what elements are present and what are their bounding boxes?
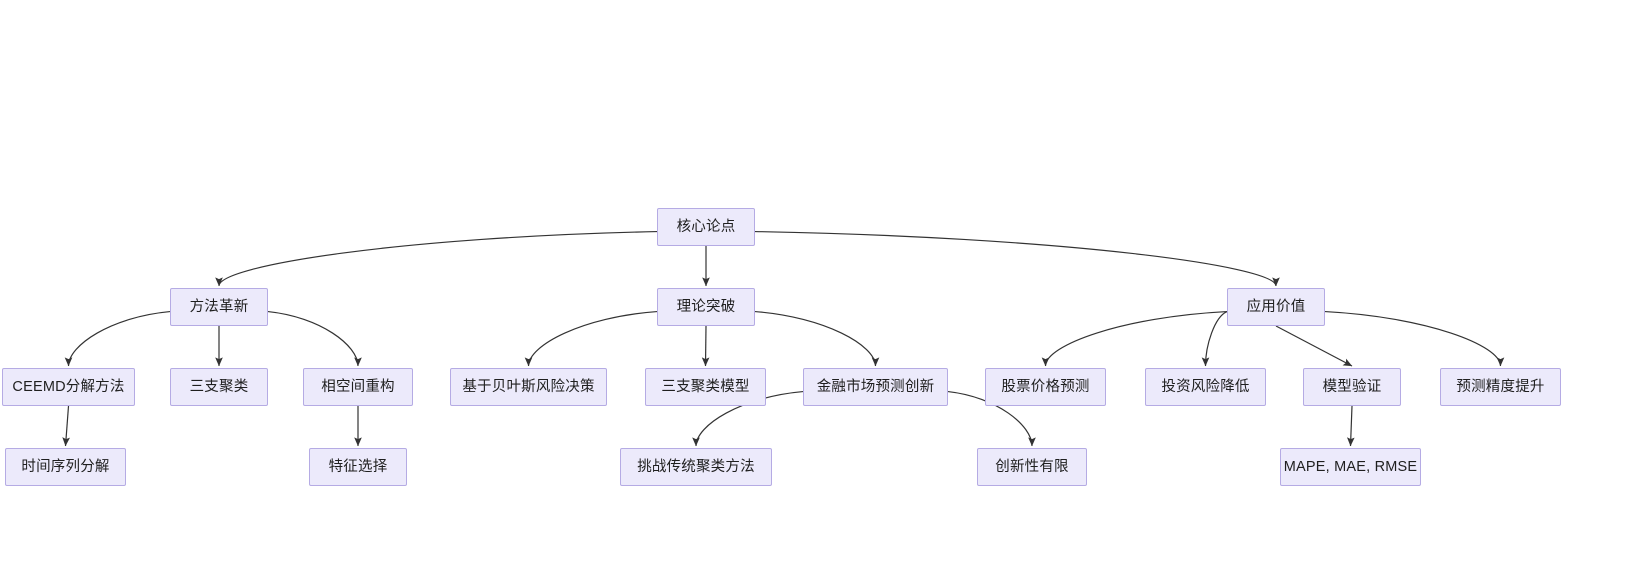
node-apply[interactable]: 应用价值 (1227, 288, 1325, 326)
node-stock[interactable]: 股票价格预测 (985, 368, 1106, 406)
node-label: 金融市场预测创新 (816, 378, 935, 395)
node-label: 理论突破 (676, 298, 736, 315)
node-label: 核心论点 (676, 218, 736, 235)
node-label: 创新性有限 (995, 458, 1069, 475)
node-trimodel[interactable]: 三支聚类模型 (645, 368, 766, 406)
node-theory[interactable]: 理论突破 (657, 288, 755, 326)
node-ceemd[interactable]: CEEMD分解方法 (2, 368, 135, 406)
node-label: 方法革新 (189, 298, 249, 315)
node-label: 三支聚类 (189, 378, 249, 395)
node-bayes[interactable]: 基于贝叶斯风险决策 (450, 368, 607, 406)
node-label: 预测精度提升 (1456, 378, 1545, 395)
node-phase[interactable]: 相空间重构 (303, 368, 413, 406)
node-label: 应用价值 (1246, 298, 1306, 315)
node-label: 相空间重构 (321, 378, 395, 395)
node-label: CEEMD分解方法 (12, 378, 125, 395)
node-root[interactable]: 核心论点 (657, 208, 755, 246)
node-valid[interactable]: 模型验证 (1303, 368, 1401, 406)
node-tri[interactable]: 三支聚类 (170, 368, 268, 406)
node-label: MAPE, MAE, RMSE (1283, 458, 1418, 475)
node-finance[interactable]: 金融市场预测创新 (803, 368, 948, 406)
node-method[interactable]: 方法革新 (170, 288, 268, 326)
node-label: 特征选择 (328, 458, 388, 475)
node-tsd[interactable]: 时间序列分解 (5, 448, 126, 486)
node-label: 股票价格预测 (1001, 378, 1090, 395)
node-label: 三支聚类模型 (661, 378, 750, 395)
node-label: 时间序列分解 (21, 458, 110, 475)
node-feat[interactable]: 特征选择 (309, 448, 407, 486)
node-challenge[interactable]: 挑战传统聚类方法 (620, 448, 772, 486)
node-label: 投资风险降低 (1161, 378, 1250, 395)
node-label: 模型验证 (1322, 378, 1382, 395)
node-metrics[interactable]: MAPE, MAE, RMSE (1280, 448, 1421, 486)
node-risk[interactable]: 投资风险降低 (1145, 368, 1266, 406)
node-limited[interactable]: 创新性有限 (977, 448, 1087, 486)
node-acc[interactable]: 预测精度提升 (1440, 368, 1561, 406)
node-label: 基于贝叶斯风险决策 (462, 378, 595, 395)
node-label: 挑战传统聚类方法 (637, 458, 755, 475)
